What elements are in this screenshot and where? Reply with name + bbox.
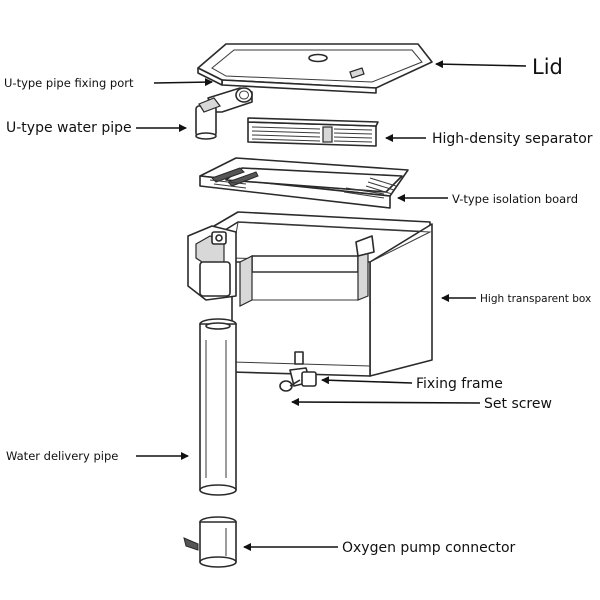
label-water-delivery-pipe: Water delivery pipe	[6, 449, 118, 463]
label-u-type-water-pipe: U-type water pipe	[6, 120, 132, 136]
label-high-transparent-box: High transparent box	[480, 293, 591, 305]
oxygen-pump-connector-part	[183, 516, 237, 568]
water-delivery-pipe-part	[199, 318, 237, 496]
high-density-separator-part	[247, 117, 379, 147]
label-fixing-frame: Fixing frame	[416, 376, 503, 392]
label-high-density-separator: High-density separator	[432, 131, 593, 147]
lid-part	[197, 43, 433, 94]
leader-lines	[136, 60, 527, 551]
high-transparent-box-part	[187, 211, 433, 377]
label-v-type-isolation-board: V-type isolation board	[452, 192, 578, 206]
u-type-water-pipe-part	[195, 87, 253, 140]
label-oxygen-pump-connector: Oxygen pump connector	[342, 540, 516, 556]
label-set-screw: Set screw	[484, 396, 552, 412]
fixing-frame-part	[279, 367, 317, 392]
v-type-isolation-board-part	[199, 157, 409, 209]
label-lid: Lid	[532, 55, 563, 79]
label-u-pipe-fixing-port: U-type pipe fixing port	[4, 76, 134, 90]
